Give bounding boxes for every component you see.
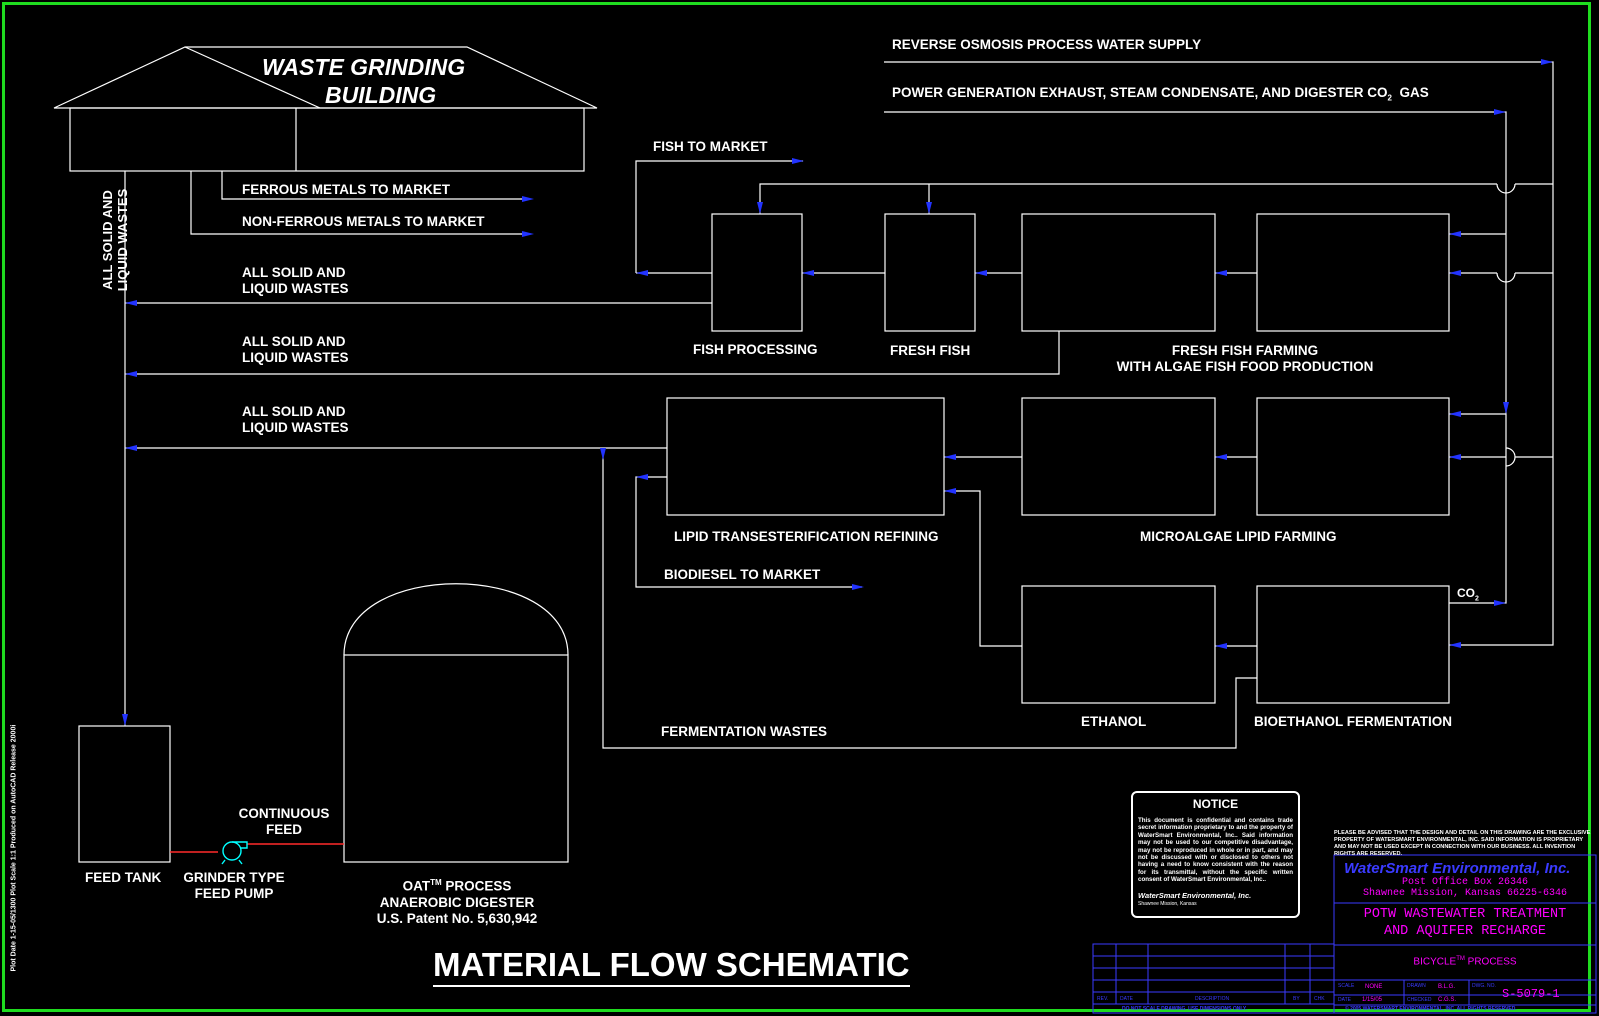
fish-processing-label: FISH PROCESSING <box>693 342 818 357</box>
bioethanol-box <box>1256 585 1450 704</box>
fresh-fish-label: FRESH FISH <box>890 343 971 358</box>
power-gen-label: POWER GENERATION EXHAUST, STEAM CONDENSA… <box>892 85 1429 103</box>
building-body <box>69 107 585 172</box>
drawn-label: DRAWN <box>1407 983 1426 989</box>
fresh-fish-box <box>884 213 976 332</box>
rev-date-header: DATE <box>1120 996 1133 1002</box>
title-block-grid <box>1092 854 1597 1014</box>
co2-label: CO2 <box>1457 586 1479 603</box>
digester-body <box>343 654 569 863</box>
microalgae-box-1 <box>1021 397 1216 516</box>
drawn-value: B.L.G. <box>1438 984 1456 990</box>
checked-value: C.G.S. <box>1438 997 1457 1003</box>
fish-to-market-label: FISH TO MARKET <box>653 139 768 154</box>
copyright: © 2005 WATERSMART ENVIRONMENTAL, INC. AL… <box>1345 1006 1517 1012</box>
microalgae-label: MICROALGAE LIPID FARMING <box>1140 529 1337 544</box>
plot-stamp: Plot Date 1-15-05/1300 Plot Scale 1:1 Pr… <box>10 724 18 972</box>
lipid-refining-box <box>666 397 945 516</box>
ethanol-label: ETHANOL <box>1081 714 1147 729</box>
fish-farming-box-2 <box>1256 213 1450 332</box>
ro-water-label: REVERSE OSMOSIS PROCESS WATER SUPPLY <box>892 37 1202 52</box>
feed-tank-label: FEED TANK <box>85 870 162 885</box>
vertical-waste-label: ALL SOLID AND LIQUID WASTES <box>100 188 130 292</box>
scale-label: SCALE <box>1338 983 1355 989</box>
non-ferrous-label: NON-FERROUS METALS TO MARKET <box>242 214 485 229</box>
confidentiality-notice: NOTICE This document is confidential and… <box>1131 791 1300 918</box>
grinder-pump-icon <box>221 841 248 865</box>
date-value: 1/15/05 <box>1362 997 1383 1003</box>
biodiesel-label: BIODIESEL TO MARKET <box>664 567 821 582</box>
notice-signature: WaterSmart Environmental, Inc. <box>1138 890 1252 900</box>
digester-dome <box>343 583 569 656</box>
advisory-text: PLEASE BE ADVISED THAT THE DESIGN AND DE… <box>1334 830 1591 857</box>
building-title-line1: WASTE GRINDING <box>262 54 466 80</box>
drawing-title: MATERIAL FLOW SCHEMATIC <box>433 946 910 987</box>
fish-processing-box <box>711 213 803 332</box>
lipid-refining-label: LIPID TRANSESTERIFICATION REFINING <box>674 529 939 544</box>
scale-value: NONE <box>1365 984 1383 990</box>
process-name: BICYCLETM PROCESS <box>1413 956 1517 968</box>
digester-label: OATTM PROCESS ANAEROBIC DIGESTER U.S. Pa… <box>376 878 538 926</box>
fish-farming-box-1 <box>1021 213 1216 332</box>
rev-header: REV. <box>1097 996 1109 1002</box>
company-name: WaterSmart Environmental, Inc. <box>1344 860 1571 877</box>
building-title-line2: BUILDING <box>325 82 437 108</box>
date-label: DATE <box>1338 997 1351 1003</box>
rev-chk-header: CHK <box>1314 996 1325 1002</box>
rev-by-header: BY <box>1293 996 1300 1002</box>
do-not-scale-note: DO NOT SCALE DRAWING. USE DIMENSIONS ONL… <box>1122 1006 1248 1012</box>
checked-label: CHECKED <box>1407 997 1432 1003</box>
bioethanol-label: BIOETHANOL FERMENTATION <box>1254 714 1452 729</box>
company-address: Post Office Box 26346 Shawnee Mission, K… <box>1362 877 1568 899</box>
project-title: POTW WASTEWATER TREATMENT AND AQUIFER RE… <box>1363 907 1567 939</box>
notice-heading: NOTICE <box>1192 797 1239 811</box>
fermentation-wastes-label: FERMENTATION WASTES <box>661 724 827 739</box>
notice-location: Shawnee Mission, Kansas <box>1138 900 1197 907</box>
ethanol-box <box>1021 585 1216 704</box>
microalgae-box-2 <box>1256 397 1450 516</box>
feed-tank-box <box>78 725 171 863</box>
notice-body: This document is confidential and contai… <box>1138 817 1293 884</box>
dwg-label: DWG. NO. <box>1472 983 1496 989</box>
ferrous-label: FERROUS METALS TO MARKET <box>242 182 450 197</box>
rev-description-header: DESCRIPTION <box>1195 996 1230 1002</box>
dwg-number: S-5079-1 <box>1502 987 1560 1001</box>
